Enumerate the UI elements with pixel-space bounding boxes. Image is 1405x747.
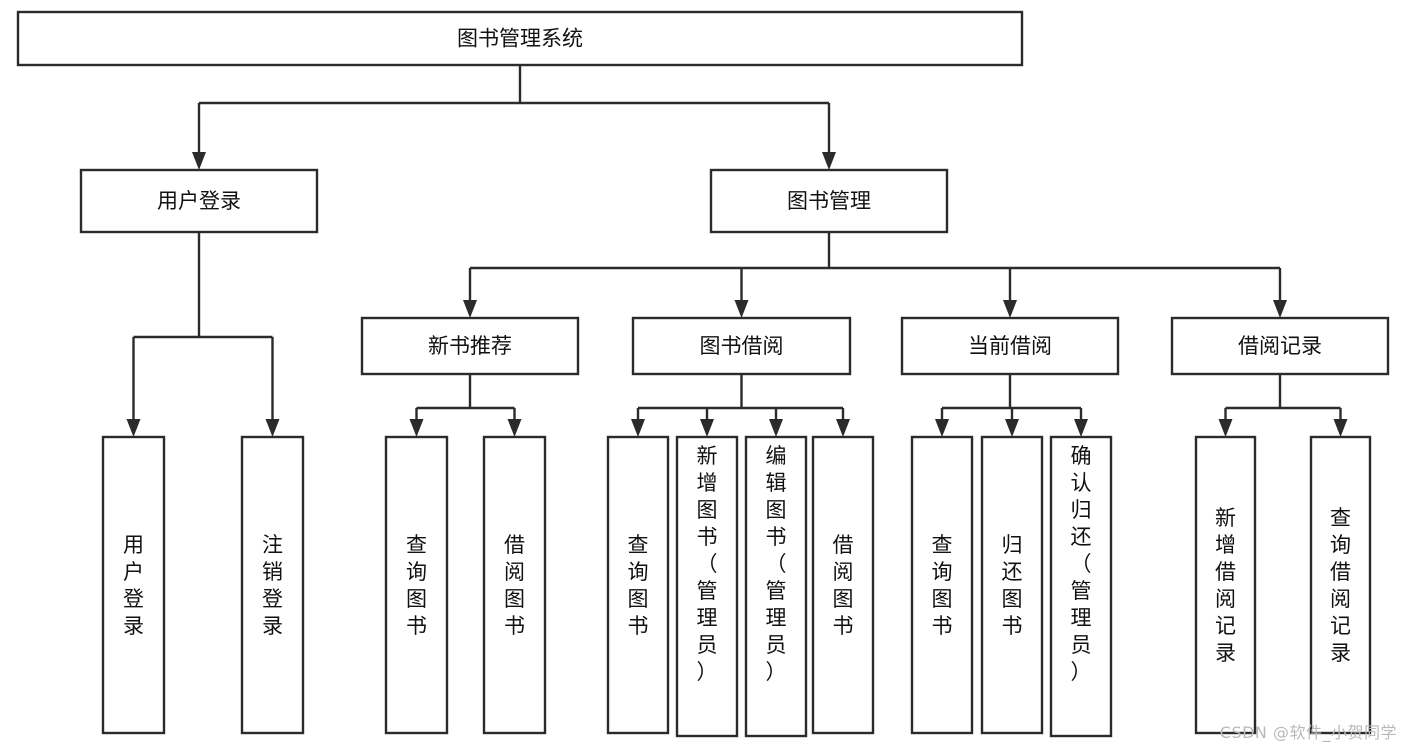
node-label: 新增图书（管理员） xyxy=(697,444,718,684)
arrow-head-icon xyxy=(631,419,645,437)
arrow-head-icon xyxy=(463,300,477,318)
node-level3-2[interactable]: 当前借阅 xyxy=(900,316,1120,376)
node-leaf-4[interactable]: 查询图书 xyxy=(606,435,670,735)
node-label: 查询图书 xyxy=(628,533,649,638)
node-leaf-1[interactable]: 注销登录 xyxy=(240,435,305,735)
node-box[interactable] xyxy=(910,435,974,735)
arrow-head-icon xyxy=(1005,419,1019,437)
node-leaf-9[interactable]: 归还图书 xyxy=(980,435,1044,735)
node-label: 新增借阅记录 xyxy=(1215,506,1236,665)
node-leaf-5[interactable]: 新增图书（管理员） xyxy=(675,435,739,738)
node-leaf-11[interactable]: 新增借阅记录 xyxy=(1194,435,1257,735)
arrow-head-icon xyxy=(935,419,949,437)
node-level3-0[interactable]: 新书推荐 xyxy=(360,316,580,376)
node-leaf-3[interactable]: 借阅图书 xyxy=(482,435,547,735)
node-label: 用户登录 xyxy=(157,189,241,213)
node-box[interactable] xyxy=(606,435,670,735)
arrow-head-icon xyxy=(1003,300,1017,318)
node-box[interactable] xyxy=(980,435,1044,735)
connector-layer xyxy=(126,65,1348,437)
arrow-head-icon xyxy=(822,152,836,170)
arrow-head-icon xyxy=(700,419,714,437)
node-level3-1[interactable]: 图书借阅 xyxy=(631,316,852,376)
node-box[interactable] xyxy=(1049,435,1113,738)
node-box[interactable] xyxy=(1309,435,1372,735)
node-box[interactable] xyxy=(16,10,1024,67)
node-label: 新书推荐 xyxy=(428,334,512,358)
node-label: 当前借阅 xyxy=(968,334,1052,358)
node-box[interactable] xyxy=(1194,435,1257,735)
node-label: 确认归还（管理员） xyxy=(1071,444,1092,684)
node-leaf-8[interactable]: 查询图书 xyxy=(910,435,974,735)
node-root-book-management-system[interactable]: 图书管理系统 xyxy=(16,10,1024,67)
node-label: 用户登录 xyxy=(123,533,144,638)
node-box[interactable] xyxy=(79,168,319,234)
node-box[interactable] xyxy=(101,435,166,735)
node-leaf-12[interactable]: 查询借阅记录 xyxy=(1309,435,1372,735)
node-box[interactable] xyxy=(240,435,305,735)
arrow-head-icon xyxy=(734,300,749,318)
node-box[interactable] xyxy=(384,435,449,735)
arrow-head-icon xyxy=(1074,419,1088,437)
node-box[interactable] xyxy=(744,435,808,738)
node-label: 借阅记录 xyxy=(1238,334,1322,358)
arrow-head-icon xyxy=(1273,300,1287,318)
node-box[interactable] xyxy=(900,316,1120,376)
node-box[interactable] xyxy=(709,168,949,234)
node-leaf-7[interactable]: 借阅图书 xyxy=(811,435,875,735)
node-label: 借阅图书 xyxy=(504,533,525,638)
node-box[interactable] xyxy=(631,316,852,376)
node-box[interactable] xyxy=(1170,316,1390,376)
node-label: 注销登录 xyxy=(262,533,283,638)
node-label: 归还图书 xyxy=(1002,533,1023,638)
node-box[interactable] xyxy=(811,435,875,735)
node-box[interactable] xyxy=(675,435,739,738)
node-label: 图书管理 xyxy=(787,189,871,213)
arrow-head-icon xyxy=(126,419,141,437)
node-leaf-2[interactable]: 查询图书 xyxy=(384,435,449,735)
arrow-head-icon xyxy=(409,419,424,437)
arrow-head-icon xyxy=(265,419,280,437)
node-label: 借阅图书 xyxy=(833,533,854,638)
node-label: 编辑图书（管理员） xyxy=(766,444,787,684)
arrow-head-icon xyxy=(836,419,850,437)
node-layer: 图书管理系统用户登录图书管理新书推荐图书借阅当前借阅借阅记录用户登录注销登录查询… xyxy=(16,10,1390,738)
arrow-head-icon xyxy=(769,419,783,437)
arrow-head-icon xyxy=(507,419,522,437)
node-label: 图书借阅 xyxy=(700,334,784,358)
node-label: 图书管理系统 xyxy=(457,27,583,51)
node-leaf-0[interactable]: 用户登录 xyxy=(101,435,166,735)
node-box[interactable] xyxy=(482,435,547,735)
arrow-head-icon xyxy=(192,152,206,170)
arrow-head-icon xyxy=(1218,419,1233,437)
node-user-login[interactable]: 用户登录 xyxy=(79,168,319,234)
node-leaf-10[interactable]: 确认归还（管理员） xyxy=(1049,435,1113,738)
node-label: 查询图书 xyxy=(406,533,427,638)
node-box[interactable] xyxy=(360,316,580,376)
node-level3-3[interactable]: 借阅记录 xyxy=(1170,316,1390,376)
node-book-management[interactable]: 图书管理 xyxy=(709,168,949,234)
arrow-head-icon xyxy=(1333,419,1348,437)
node-leaf-6[interactable]: 编辑图书（管理员） xyxy=(744,435,808,738)
node-label: 查询图书 xyxy=(932,533,953,638)
node-label: 查询借阅记录 xyxy=(1330,506,1351,665)
